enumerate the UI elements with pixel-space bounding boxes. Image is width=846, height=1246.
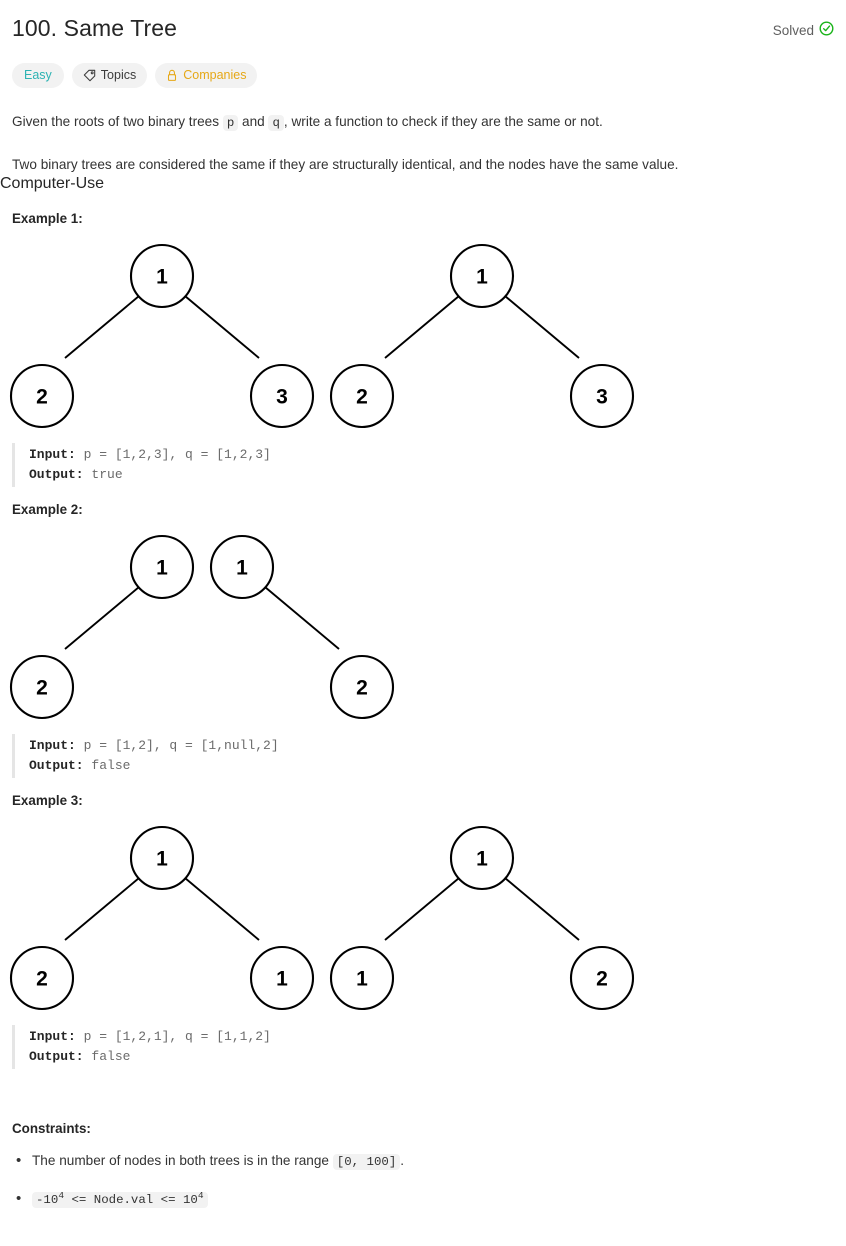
example-2-heading: Example 2: <box>12 502 83 517</box>
tag-list: Easy Topics Companies <box>12 62 834 88</box>
companies-button[interactable]: Companies <box>155 62 258 88</box>
svg-text:1: 1 <box>476 848 488 871</box>
constraint-1-suffix: . <box>400 1153 405 1168</box>
constraint-2-code: -104 <= Node.val <= 104 <box>32 1190 208 1209</box>
svg-text:2: 2 <box>356 386 368 409</box>
constraint-1-text: The number of nodes in both trees is in … <box>32 1153 333 1168</box>
difficulty-label: Easy <box>24 67 52 82</box>
topics-button[interactable]: Topics <box>71 62 148 88</box>
svg-text:2: 2 <box>36 677 48 700</box>
constraint-1-code: [0, 100] <box>332 1154 401 1170</box>
constraint-2-exp-2: 4 <box>197 1190 204 1202</box>
svg-text:2: 2 <box>36 968 48 991</box>
constraints-heading: Constraints: <box>12 1121 91 1136</box>
desc-text-c: , write a function to check if they are … <box>283 113 603 129</box>
desc-text-b: and <box>238 113 269 129</box>
svg-text:1: 1 <box>356 968 368 991</box>
example-1-output-value: true <box>83 467 123 483</box>
companies-label: Companies <box>183 67 247 82</box>
example-1-input-label: Input: <box>29 447 76 462</box>
difficulty-badge-easy[interactable]: Easy <box>12 62 64 88</box>
svg-text:3: 3 <box>596 386 608 409</box>
example-1-input-value: p = [1,2,3], q = [1,2,3] <box>75 447 271 462</box>
svg-text:1: 1 <box>476 266 488 289</box>
constraint-2-mid: <= Node.val <= 10 <box>64 1193 198 1208</box>
tag-icon <box>83 69 96 82</box>
example-2-output-value: false <box>83 758 131 774</box>
example-3-output-value: false <box>83 1049 131 1065</box>
example-2-output-label: Output: <box>29 758 84 774</box>
svg-text:2: 2 <box>356 677 368 700</box>
svg-text:1: 1 <box>156 848 168 871</box>
example-3-code-block: Input: p = [1,2,1], q = [1,1,2] Output: … <box>12 1025 271 1070</box>
svg-text:2: 2 <box>36 386 48 409</box>
topics-label: Topics <box>100 67 137 82</box>
page-title: 100. Same Tree <box>12 15 178 41</box>
inline-code-p: p <box>222 114 239 131</box>
example-1-tree-figure: 1 2 3 1 2 3 <box>0 238 680 438</box>
status-label: Solved <box>772 22 814 38</box>
constraints-list: The number of nodes in both trees is in … <box>12 1149 405 1226</box>
lock-icon <box>166 69 178 82</box>
status-badge: Solved <box>773 14 834 39</box>
example-3-heading: Example 3: <box>12 793 83 808</box>
description-paragraph-1: Given the roots of two binary trees p an… <box>12 111 834 133</box>
check-circle-icon <box>819 21 834 39</box>
example-2-input-value: p = [1,2], q = [1,null,2] <box>75 738 279 753</box>
constraint-item-2: -104 <= Node.val <= 104 <box>16 1187 404 1211</box>
example-3-tree-figure: 1 2 1 1 1 2 <box>0 820 680 1020</box>
example-3-input-label: Input: <box>29 1029 76 1044</box>
constraint-item-1: The number of nodes in both trees is in … <box>16 1149 405 1172</box>
svg-text:1: 1 <box>156 557 168 580</box>
constraint-2-exp-1: 4 <box>58 1190 65 1202</box>
svg-text:1: 1 <box>156 266 168 289</box>
title-row: 100. Same Tree Solved <box>12 14 834 44</box>
svg-text:1: 1 <box>276 968 288 991</box>
example-2-tree-figure: 1 2 1 2 <box>0 529 680 729</box>
svg-text:2: 2 <box>596 968 608 991</box>
example-3-input-value: p = [1,2,1], q = [1,1,2] <box>75 1029 271 1044</box>
example-1-code-block: Input: p = [1,2,3], q = [1,2,3] Output: … <box>12 443 271 488</box>
example-3-output-label: Output: <box>29 1049 84 1065</box>
description-paragraph-2: Two binary trees are considered the same… <box>12 156 679 172</box>
svg-text:3: 3 <box>276 386 288 409</box>
example-2-code-block: Input: p = [1,2], q = [1,null,2] Output:… <box>12 734 279 779</box>
example-1-heading: Example 1: <box>12 211 83 226</box>
example-1-output-label: Output: <box>29 467 84 483</box>
constraint-2-lower: -10 <box>36 1193 59 1208</box>
problem-page: 100. Same Tree Solved Easy Topics <box>0 0 846 175</box>
desc-text-a: Given the roots of two binary trees <box>12 113 223 129</box>
inline-code-q: q <box>268 114 284 131</box>
svg-text:1: 1 <box>236 557 248 580</box>
example-2-input-label: Input: <box>29 738 76 753</box>
